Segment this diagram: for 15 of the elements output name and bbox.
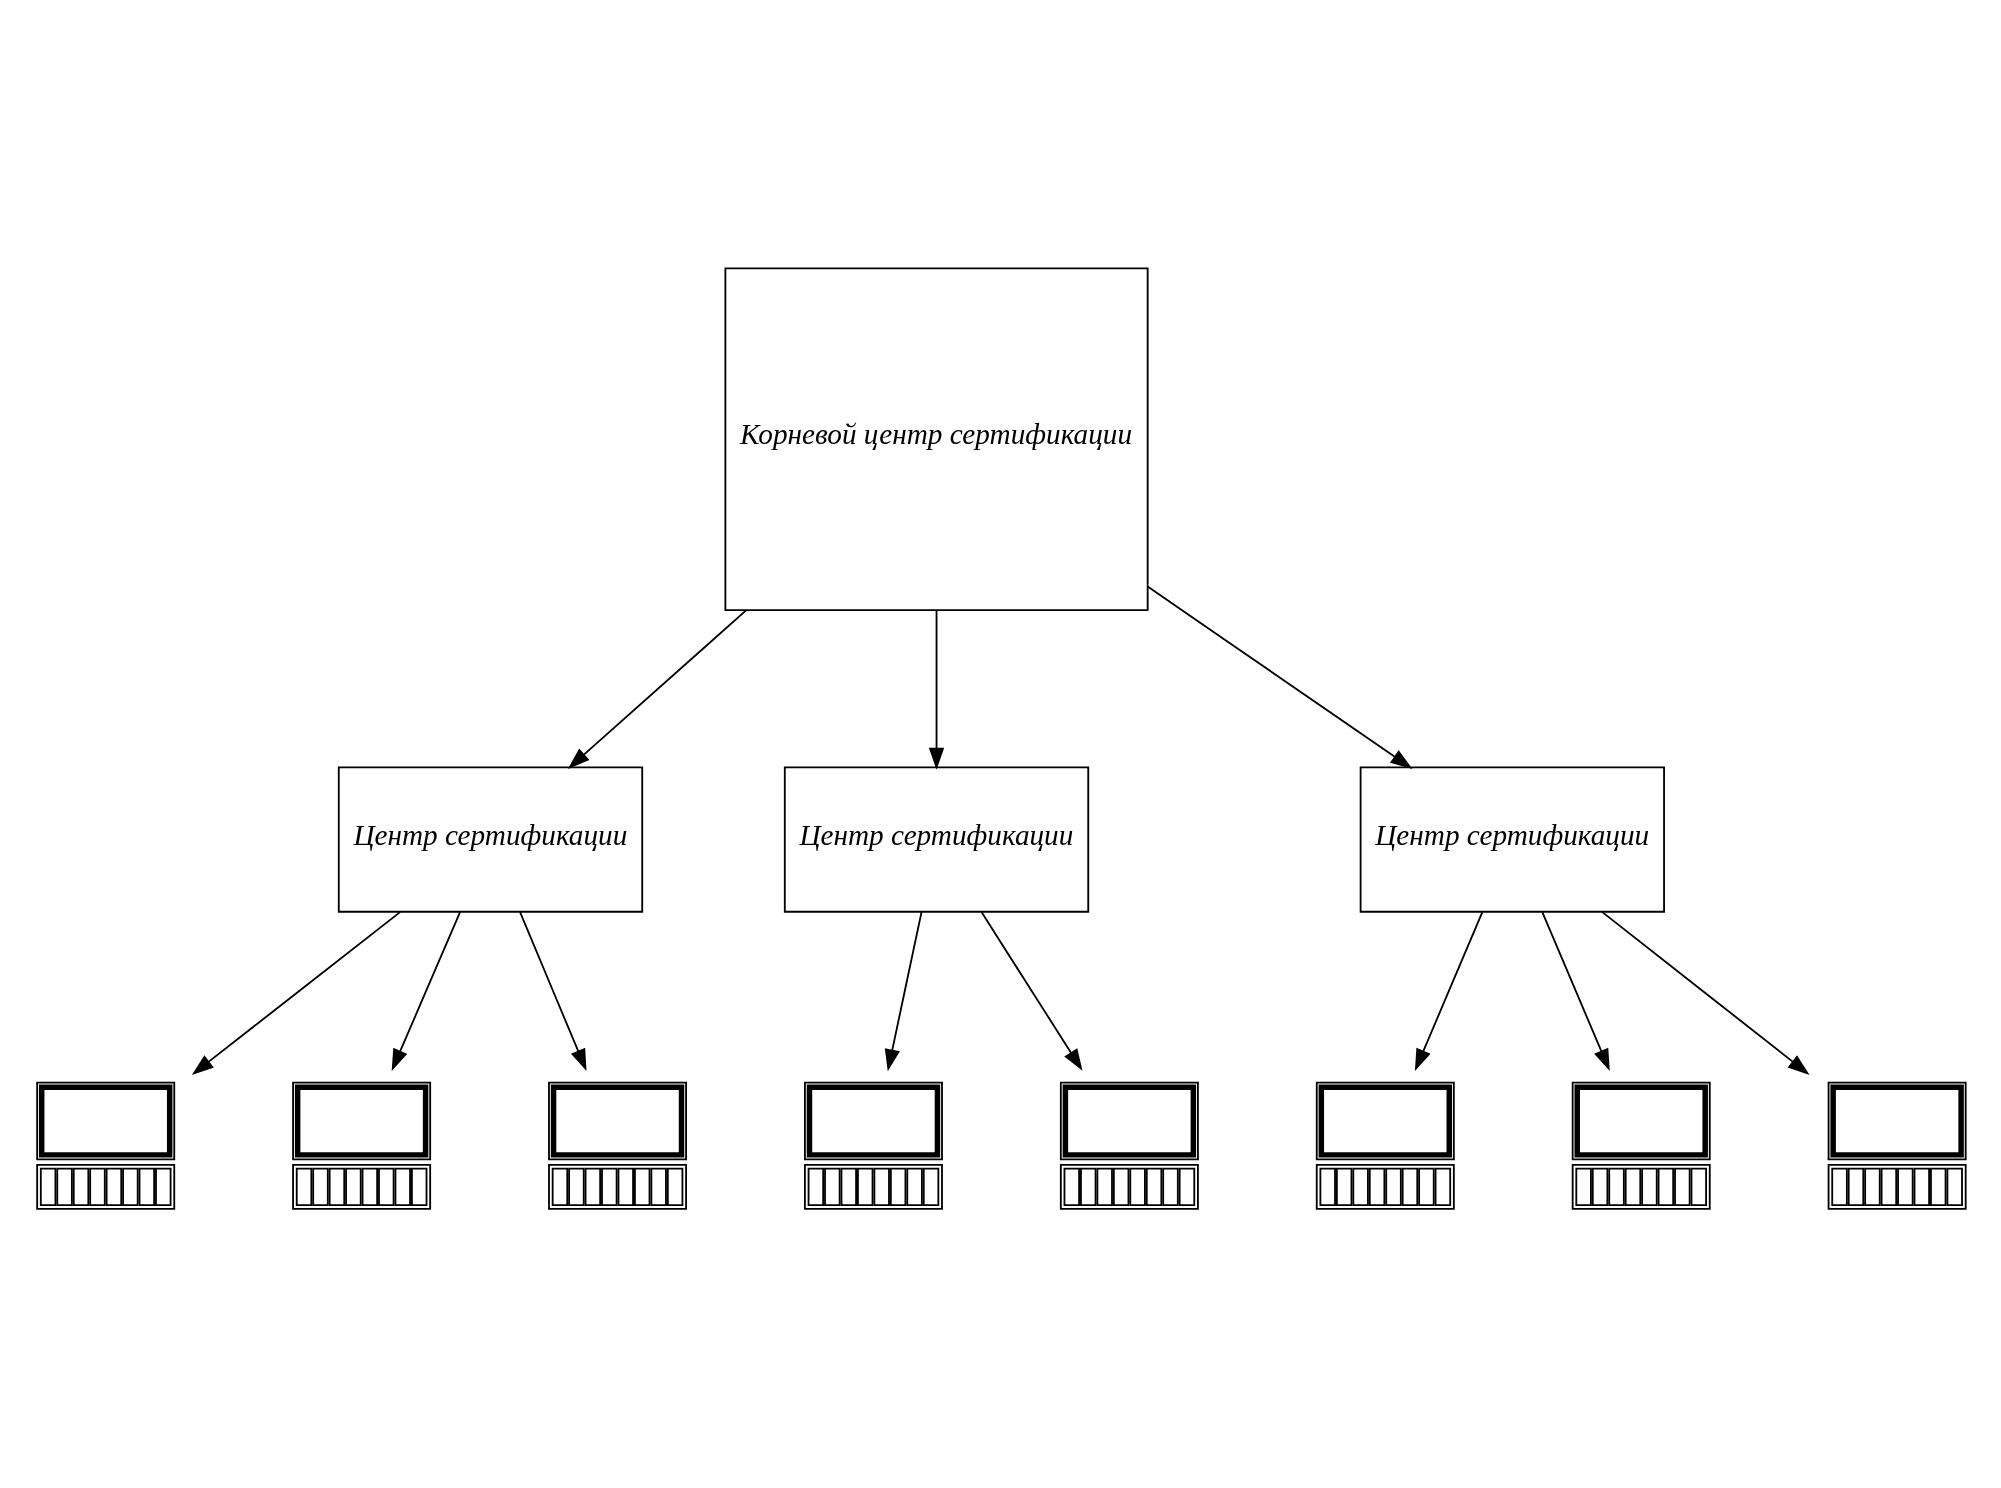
arrow [519,910,587,1071]
node-box: Центр сертификации [783,765,1090,913]
arrow [1541,910,1610,1071]
arrow [1414,910,1484,1071]
arrow [884,910,923,1071]
arrow [980,910,1083,1071]
arrow [191,910,401,1075]
arrow [1601,910,1810,1075]
node-box: Корневой центр сертификации [724,266,1149,611]
node-box: Центр сертификации [337,765,644,913]
arrow [391,910,461,1071]
arrow [928,609,945,770]
arrow [567,609,747,769]
arrow [1146,585,1413,769]
node-box: Центр сертификации [1359,765,1665,913]
